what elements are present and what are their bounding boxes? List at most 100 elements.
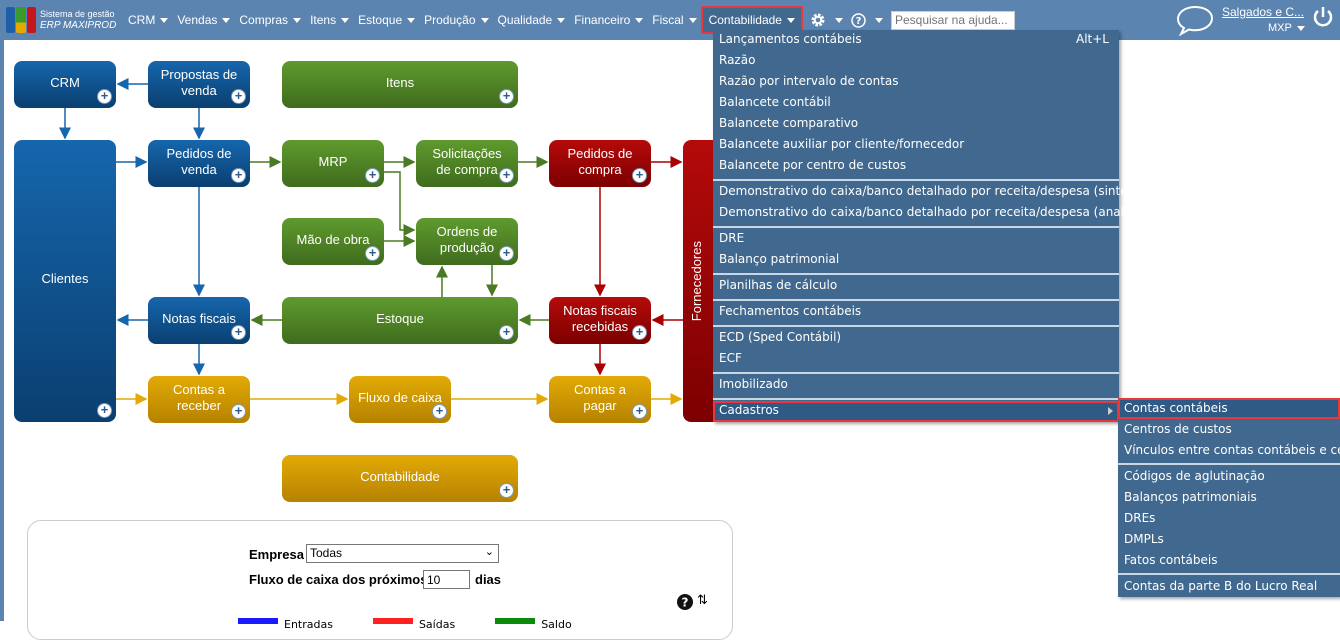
plus-icon[interactable]: + bbox=[632, 168, 647, 183]
flow-box-estoque[interactable]: Estoque+ bbox=[282, 297, 518, 344]
plus-icon[interactable]: + bbox=[632, 325, 647, 340]
menu-item[interactable]: Planilhas de cálculo bbox=[713, 276, 1119, 297]
refresh-icon[interactable]: ⇅ bbox=[697, 593, 708, 608]
menu-6[interactable]: Qualidade bbox=[498, 8, 566, 32]
menu-item[interactable]: Razão bbox=[713, 51, 1119, 72]
help-button[interactable]: ? bbox=[851, 12, 883, 28]
menu-item[interactable]: Balancete por centro de custos bbox=[713, 156, 1119, 177]
flow-box-mao-obra[interactable]: Mão de obra+ bbox=[282, 218, 384, 265]
menu-0[interactable]: CRM bbox=[128, 8, 169, 32]
plus-icon[interactable]: + bbox=[231, 404, 246, 419]
menu-item-label: Centros de custos bbox=[1124, 422, 1232, 436]
flow-box-propostas[interactable]: Propostas de venda+ bbox=[148, 61, 250, 108]
menu-item[interactable]: Razão por intervalo de contas bbox=[713, 72, 1119, 93]
menu-item-label: DREs bbox=[1124, 511, 1156, 525]
menu-item[interactable]: Centros de custos bbox=[1118, 419, 1340, 440]
flow-box-ordens[interactable]: Ordens de produção+ bbox=[416, 218, 518, 265]
legend-item: Saldo bbox=[495, 618, 572, 631]
box-label: MRP bbox=[318, 153, 348, 169]
menu-item[interactable]: DREs bbox=[1118, 508, 1340, 529]
menu-item[interactable]: ECF bbox=[713, 349, 1119, 370]
menu-item[interactable]: Balancete contábil bbox=[713, 93, 1119, 114]
plus-icon[interactable]: + bbox=[499, 483, 514, 498]
menu-item[interactable]: Demonstrativo do caixa/banco detalhado p… bbox=[713, 203, 1154, 224]
flow-box-pedidos-venda[interactable]: Pedidos de venda+ bbox=[148, 140, 250, 187]
menu-1[interactable]: Vendas bbox=[177, 8, 231, 32]
plus-icon[interactable]: + bbox=[499, 246, 514, 261]
flow-box-solicitacoes[interactable]: Solicitações de compra+ bbox=[416, 140, 518, 187]
caret-down-icon bbox=[407, 17, 416, 23]
flow-box-clientes[interactable]: Clientes+ bbox=[14, 140, 116, 422]
menu-item[interactable]: Vínculos entre contas contábeis e centro… bbox=[1118, 440, 1340, 461]
flow-box-contas-receber[interactable]: Contas a receber+ bbox=[148, 376, 250, 423]
menu-3[interactable]: Itens bbox=[310, 8, 350, 32]
menu-item[interactable]: Códigos de aglutinação bbox=[1118, 466, 1340, 487]
menu-item[interactable]: Balanço patrimonial bbox=[713, 250, 1119, 271]
company-selector[interactable]: MXP bbox=[1268, 22, 1305, 34]
flow-box-notas-recebidas[interactable]: Notas fiscais recebidas+ bbox=[549, 297, 651, 344]
menu-item-label: ECD (Sped Contábil) bbox=[719, 330, 842, 344]
menu-4[interactable]: Estoque bbox=[358, 8, 416, 32]
caret-down-icon bbox=[222, 17, 231, 23]
menu-separator bbox=[1118, 573, 1340, 575]
flow-box-pedidos-compra[interactable]: Pedidos de compra+ bbox=[549, 140, 651, 187]
menu-7[interactable]: Financeiro bbox=[574, 8, 644, 32]
menu-5[interactable]: Produção bbox=[424, 8, 489, 32]
plus-icon[interactable]: + bbox=[231, 325, 246, 340]
menu-8[interactable]: Fiscal bbox=[652, 8, 697, 32]
brand-line2: ERP MAXIPROD bbox=[40, 20, 117, 31]
help-circle-icon[interactable]: ? bbox=[677, 594, 693, 610]
menu-item-label: Planilhas de cálculo bbox=[719, 278, 838, 292]
plus-icon[interactable]: + bbox=[365, 246, 380, 261]
flow-box-fluxo[interactable]: Fluxo de caixa+ bbox=[349, 376, 451, 423]
fluxo-days-input[interactable] bbox=[423, 570, 470, 589]
menu-item[interactable]: Imobilizado bbox=[713, 375, 1119, 396]
menu-label: Estoque bbox=[358, 13, 403, 27]
menu-item[interactable]: ECD (Sped Contábil) bbox=[713, 328, 1119, 349]
box-label: Itens bbox=[385, 74, 415, 90]
menu-item[interactable]: Fatos contábeis bbox=[1118, 550, 1340, 571]
flow-box-crm[interactable]: CRM+ bbox=[14, 61, 116, 108]
menu-item[interactable]: DRE bbox=[713, 229, 1119, 250]
plus-icon[interactable]: + bbox=[499, 325, 514, 340]
legend-item: Entradas bbox=[238, 618, 333, 631]
menu-item[interactable]: Demonstrativo do caixa/banco detalhado p… bbox=[713, 182, 1154, 203]
flow-box-contas-pagar[interactable]: Contas a pagar+ bbox=[549, 376, 651, 423]
menu-item[interactable]: DMPLs bbox=[1118, 529, 1340, 550]
empresa-select[interactable]: Todas⌄ bbox=[306, 544, 499, 563]
plus-icon[interactable]: + bbox=[499, 168, 514, 183]
menu-2[interactable]: Compras bbox=[239, 8, 302, 32]
flow-box-contabilidade[interactable]: Contabilidade+ bbox=[282, 455, 518, 502]
menu-item[interactable]: Balancete comparativo bbox=[713, 114, 1119, 135]
plus-icon[interactable]: + bbox=[632, 404, 647, 419]
chat-icon[interactable] bbox=[1176, 4, 1214, 36]
flow-box-notas[interactable]: Notas fiscais+ bbox=[148, 297, 250, 344]
menu-item[interactable]: Balanços patrimoniais bbox=[1118, 487, 1340, 508]
menu-item-label: Balancete comparativo bbox=[719, 116, 859, 130]
menu-item[interactable]: Contas contábeis bbox=[1118, 398, 1340, 419]
plus-icon[interactable]: + bbox=[432, 404, 447, 419]
menu-contabilidade[interactable]: Contabilidade bbox=[700, 6, 803, 34]
menu-item[interactable]: Contas da parte B do Lucro Real bbox=[1118, 576, 1340, 597]
settings-button[interactable] bbox=[810, 12, 843, 28]
menu-item[interactable]: Cadastros bbox=[713, 401, 1119, 422]
plus-icon[interactable]: + bbox=[97, 89, 112, 104]
power-icon[interactable] bbox=[1312, 5, 1334, 29]
plus-icon[interactable]: + bbox=[231, 168, 246, 183]
flow-box-itens[interactable]: Itens + bbox=[282, 61, 518, 108]
menu-item-label: Imobilizado bbox=[719, 377, 788, 391]
menu-item-label: Fechamentos contábeis bbox=[719, 304, 862, 318]
menu-separator bbox=[713, 179, 1119, 181]
plus-icon[interactable]: + bbox=[231, 89, 246, 104]
user-link[interactable]: Salgados e C... bbox=[1222, 5, 1305, 19]
menu-item[interactable]: Fechamentos contábeis bbox=[713, 302, 1119, 323]
chevron-right-icon bbox=[1108, 407, 1113, 415]
plus-icon[interactable]: + bbox=[499, 89, 514, 104]
help-search-input[interactable] bbox=[890, 10, 1015, 30]
plus-icon[interactable]: + bbox=[365, 168, 380, 183]
menu-item[interactable]: Balancete auxiliar por cliente/fornecedo… bbox=[713, 135, 1119, 156]
plus-icon[interactable]: + bbox=[97, 403, 112, 418]
flow-box-mrp[interactable]: MRP + bbox=[282, 140, 384, 187]
